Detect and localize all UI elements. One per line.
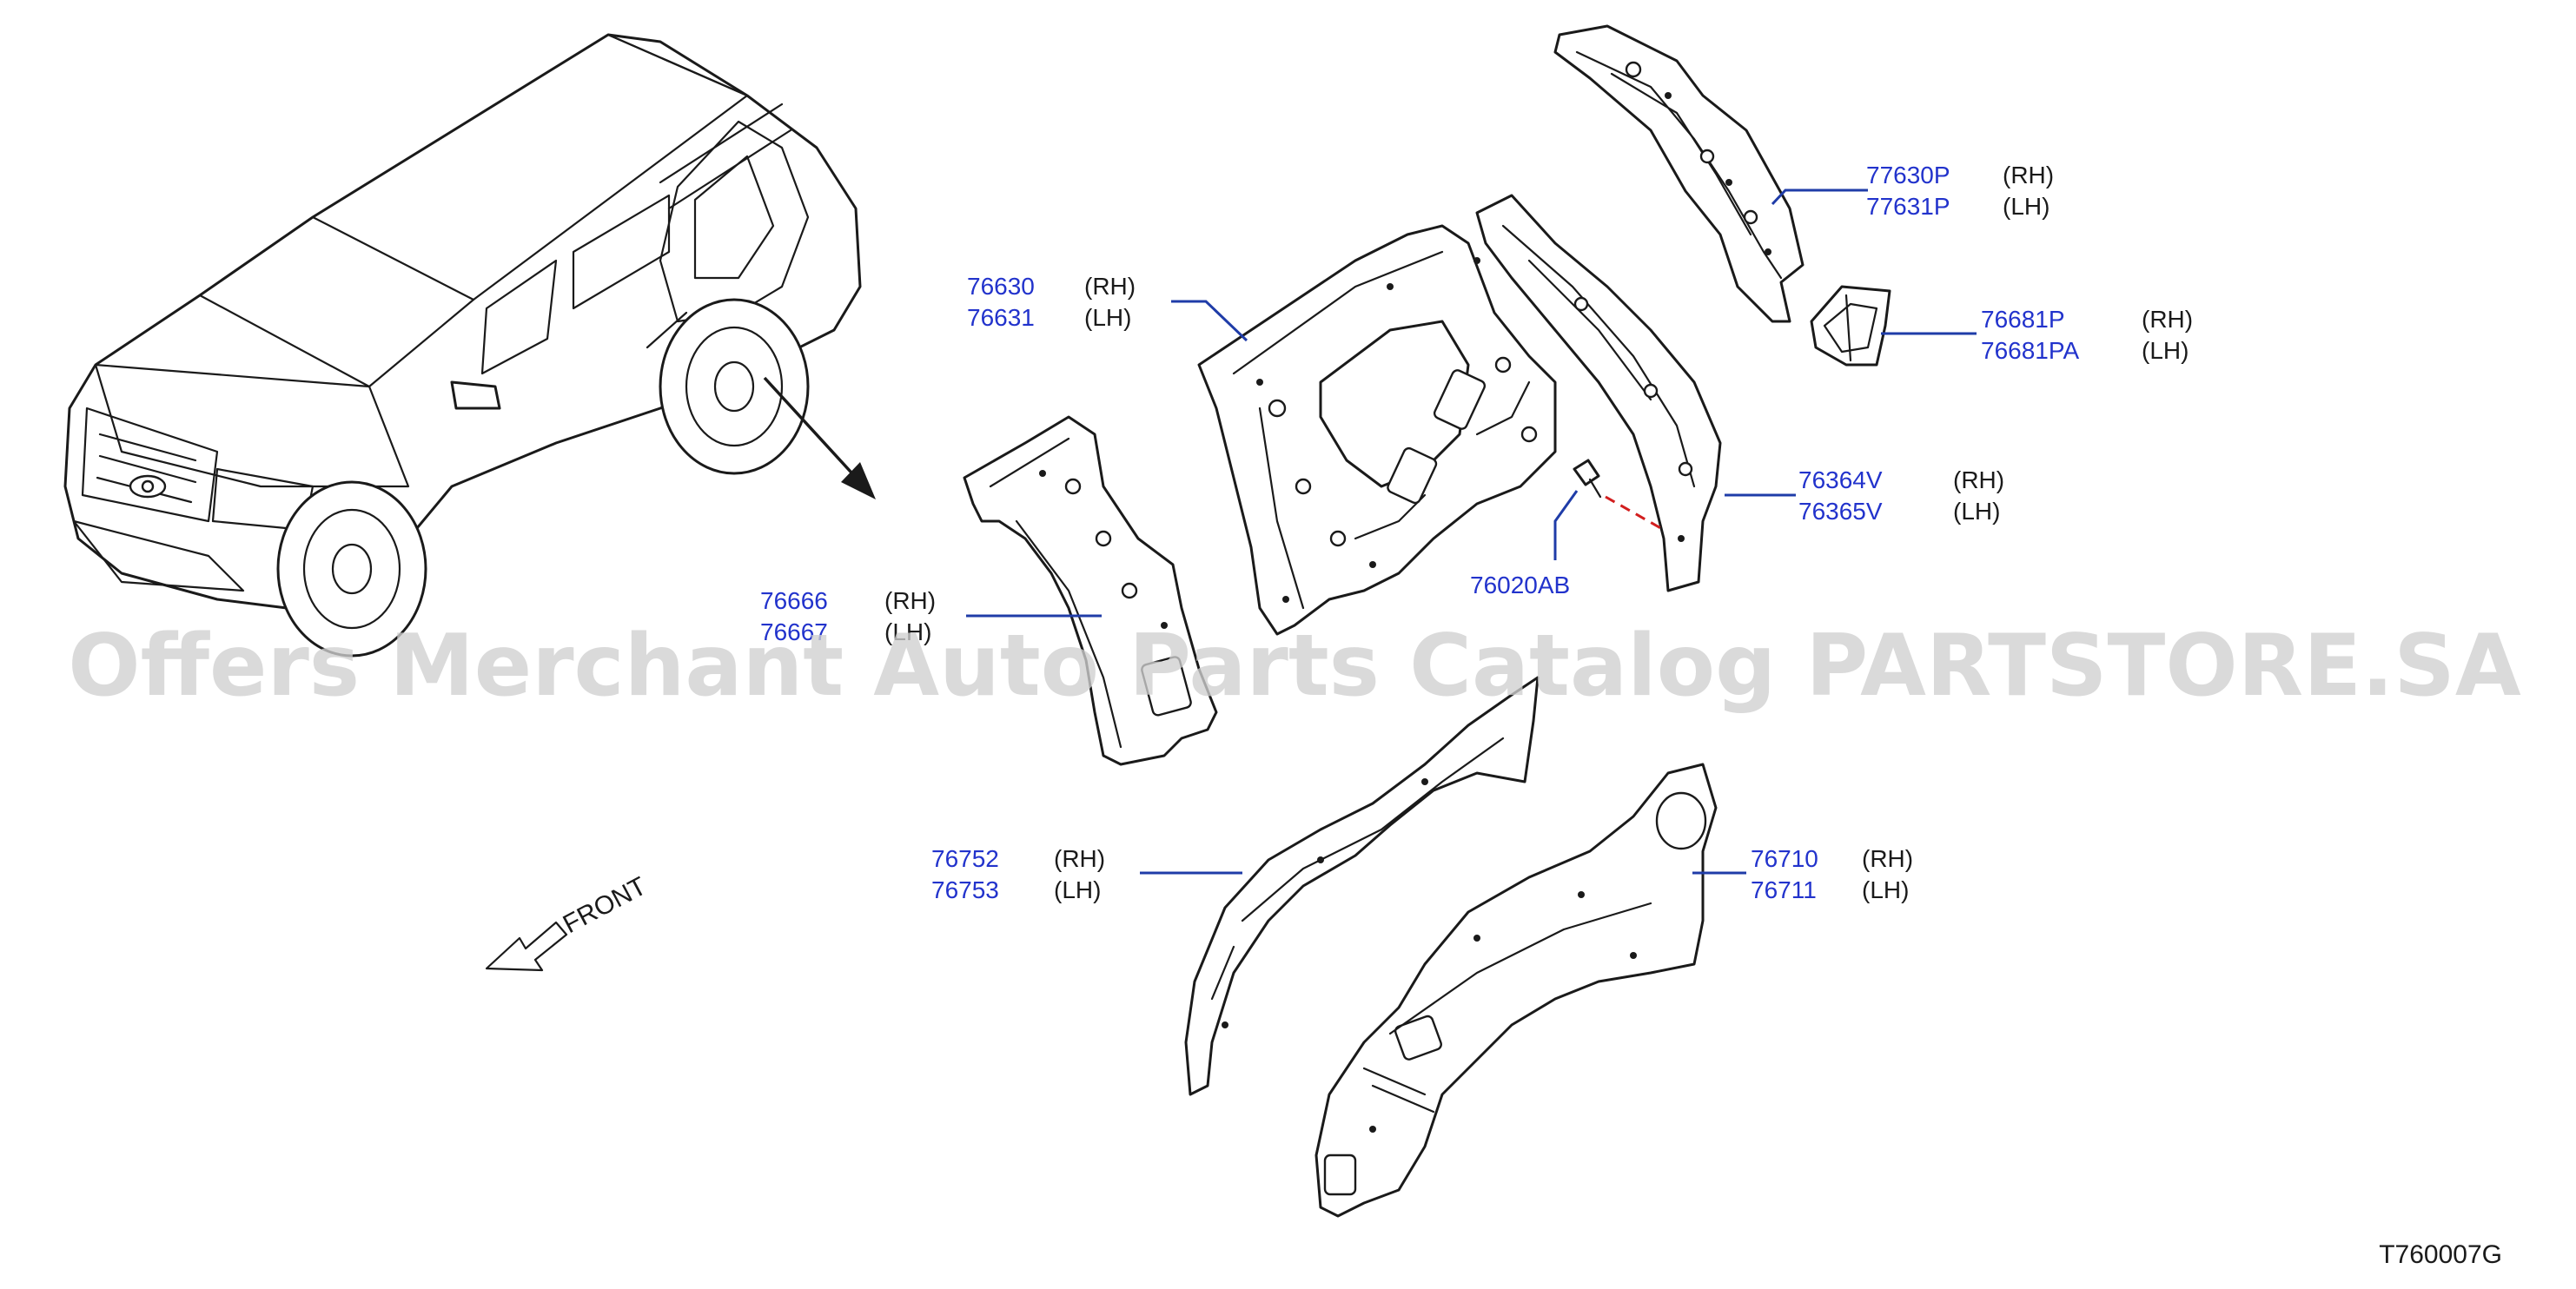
part-number: 76710 <box>1751 845 1818 872</box>
vehicle-pointer-arrow <box>763 376 876 499</box>
part-number: 76666 <box>760 587 828 614</box>
side-label: (LH) <box>884 618 931 645</box>
part-number: 76020AB <box>1470 572 1570 598</box>
part-76020ab-bolt <box>1573 459 1665 532</box>
part-number: 77631P <box>1866 193 1950 220</box>
side-label: (RH) <box>884 587 936 614</box>
callout-76020ab: 76020AB <box>1470 572 1570 598</box>
side-label: (LH) <box>1862 876 1909 903</box>
vehicle-illustration <box>63 33 862 658</box>
part-number: 77630P <box>1866 162 1950 188</box>
side-label: (LH) <box>2003 193 2050 220</box>
callout-76681p-76681pa: 76681P (RH) 76681PA (LH) <box>1981 306 2193 364</box>
part-77630p-upper-rail <box>1553 24 1805 323</box>
callout-76630-76631: 76630 (RH) 76631 (LH) <box>967 273 1136 331</box>
side-label: (RH) <box>1054 845 1105 872</box>
side-label: (RH) <box>2142 306 2193 333</box>
part-number: 76681PA <box>1981 337 2079 364</box>
callout-76710-76711: 76710 (RH) 76711 (LH) <box>1751 845 1913 903</box>
part-76752-wheel-arch <box>1184 676 1540 1096</box>
side-label: (LH) <box>2142 337 2189 364</box>
part-76666-lower-pillar <box>963 415 1218 766</box>
part-number: 76630 <box>967 273 1035 300</box>
front-label: FRONT <box>559 872 652 940</box>
side-label: (RH) <box>1862 845 1913 872</box>
part-number: 76631 <box>967 304 1035 331</box>
part-76630-inner-panel <box>1197 224 1557 636</box>
side-label: (LH) <box>1054 876 1101 903</box>
callout-77630p-77631p: 77630P (RH) 77631P (LH) <box>1866 162 2054 220</box>
side-label: (RH) <box>1084 273 1136 300</box>
watermark-text: Offers Merchant Auto Parts Catalog PARTS… <box>68 617 2521 716</box>
leader-76020ab <box>1553 490 1579 560</box>
part-76710-outer-wheelhouse <box>1314 763 1718 1218</box>
part-76364v-reinforcement <box>1475 194 1722 592</box>
part-number: 76711 <box>1751 876 1817 903</box>
part-76681p-bracket <box>1810 285 1891 367</box>
diagram-code: T760007G <box>2379 1240 2502 1269</box>
callout-76752-76753: 76752 (RH) 76753 (LH) <box>931 845 1105 903</box>
part-number: 76752 <box>931 845 999 872</box>
part-number: 76364V <box>1798 466 1883 493</box>
leader-lines <box>966 188 1977 875</box>
side-label: (RH) <box>1953 466 2004 493</box>
part-number: 76753 <box>931 876 999 903</box>
side-label: (LH) <box>1084 304 1131 331</box>
leader-76630 <box>1171 300 1248 342</box>
leader-77630p <box>1771 188 1868 206</box>
side-label: (LH) <box>1953 498 2000 525</box>
callout-76364v-76365v: 76364V (RH) 76365V (LH) <box>1798 466 2004 525</box>
side-label: (RH) <box>2003 162 2054 188</box>
part-number: 76667 <box>760 618 828 645</box>
part-number: 76681P <box>1981 306 2065 333</box>
callout-76666-76667: 76666 (RH) 76667 (LH) <box>760 587 936 645</box>
part-number: 76365V <box>1798 498 1883 525</box>
front-direction-indicator: FRONT <box>485 872 652 972</box>
